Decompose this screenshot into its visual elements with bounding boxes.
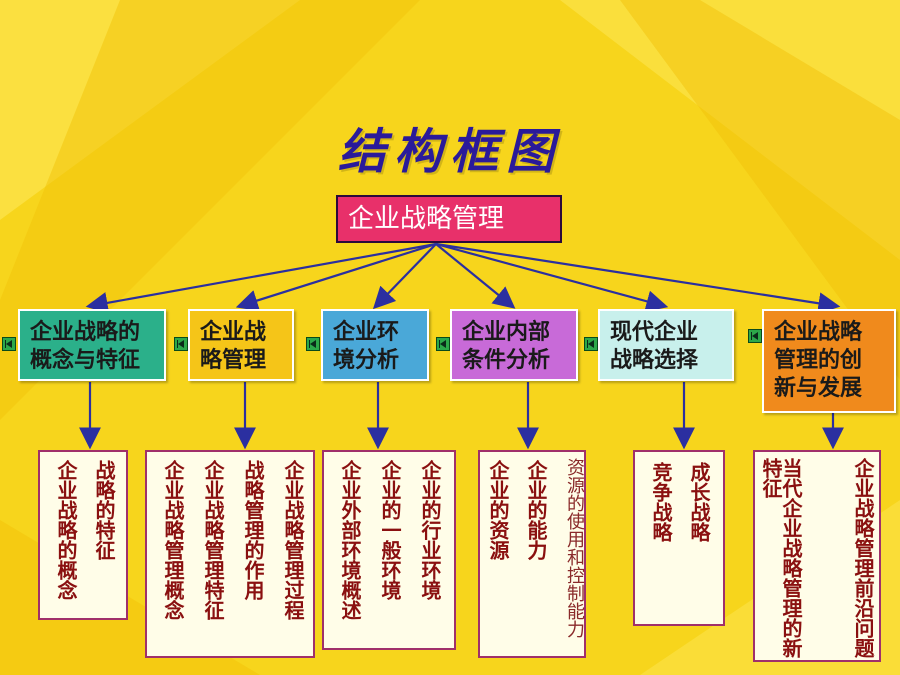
- leaf-item: 企业外部环境概述: [338, 460, 362, 620]
- back-to-start-icon[interactable]: [306, 337, 320, 351]
- branch-label-line: 略管理: [200, 348, 267, 373]
- branch-label-line: 新与发展: [774, 376, 863, 401]
- leaf-item: 战略管理的作用: [241, 460, 265, 600]
- leaf-item: 战略的特征: [92, 460, 116, 560]
- branch-internal-analysis[interactable]: 企业内部 条件分析: [450, 309, 578, 381]
- branch-label-line: 条件分析: [462, 348, 551, 373]
- back-to-start-icon[interactable]: [436, 337, 450, 351]
- branch-label-line: 企业战: [200, 320, 267, 345]
- leaf-item: 企业的能力: [524, 460, 548, 560]
- branch-innovation-development[interactable]: 企业战略 管理的创 新与发展: [762, 309, 896, 413]
- connector-5: [435, 242, 669, 312]
- connector-3: [372, 243, 437, 310]
- branch-strategy-choice[interactable]: 现代企业 战略选择: [598, 309, 734, 381]
- connector-4: [435, 243, 516, 309]
- leaf-item: 当代企业战略管理的新特征: [759, 458, 803, 658]
- leaf-item: 企业战略管理过程: [281, 460, 305, 620]
- root-box-strategic-management: 企业战略管理: [336, 195, 562, 243]
- leaf-box-6: 企业战略管理前沿问题 当代企业战略管理的新特征: [753, 450, 881, 662]
- back-to-start-icon[interactable]: [2, 337, 16, 351]
- branch-label-line: 企业内部: [462, 320, 551, 345]
- branch-label-line: 境分析: [333, 348, 400, 373]
- branch-label-line: 企业战略的: [30, 320, 141, 345]
- leaf-box-3: 企业的行业环境 企业的一般环境 企业外部环境概述: [322, 450, 456, 650]
- leaf-box-1: 战略的特征 企业战略的概念: [38, 450, 128, 620]
- leaf-item: 企业战略的概念: [54, 460, 78, 600]
- leaf-item: 企业战略管理概念: [161, 460, 185, 620]
- leaf-item: 企业的行业环境: [418, 460, 442, 600]
- leaf-box-2: 企业战略管理过程 战略管理的作用 企业战略管理特征 企业战略管理概念: [145, 450, 315, 658]
- branch-strategic-management[interactable]: 企业战 略管理: [188, 309, 294, 381]
- connector-1: [85, 242, 437, 314]
- back-to-start-icon[interactable]: [174, 337, 188, 351]
- branch-label-line: 企业战略: [774, 320, 863, 345]
- connector-6: [435, 242, 841, 315]
- leaf-item: 企业战略管理前沿问题: [851, 458, 875, 658]
- leaf-item: 资源的使用和控制能力: [564, 458, 585, 638]
- connector-2: [235, 242, 437, 312]
- leaf-item: 企业的一般环境: [378, 460, 402, 600]
- leaf-box-5: 成长战略 竞争战略: [633, 450, 725, 626]
- branch-strategy-concept[interactable]: 企业战略的 概念与特征: [18, 309, 166, 381]
- branch-label-line: 管理的创: [774, 348, 863, 373]
- branch-environment-analysis[interactable]: 企业环 境分析: [321, 309, 429, 381]
- branch-label-line: 企业环: [333, 320, 400, 345]
- slide-title: 结构框图: [337, 124, 562, 180]
- back-to-start-icon[interactable]: [584, 337, 598, 351]
- leaf-item: 成长战略: [687, 462, 711, 542]
- branch-label-line: 战略选择: [610, 348, 699, 373]
- branch-label-line: 现代企业: [610, 320, 699, 345]
- leaf-item: 竞争战略: [649, 462, 673, 542]
- leaf-box-4: 资源的使用和控制能力 企业的能力 企业的资源: [478, 450, 586, 658]
- back-to-start-icon[interactable]: [748, 329, 762, 343]
- branch-label-line: 概念与特征: [30, 348, 141, 373]
- leaf-item: 企业的资源: [486, 460, 510, 560]
- leaf-item: 企业战略管理特征: [201, 460, 225, 620]
